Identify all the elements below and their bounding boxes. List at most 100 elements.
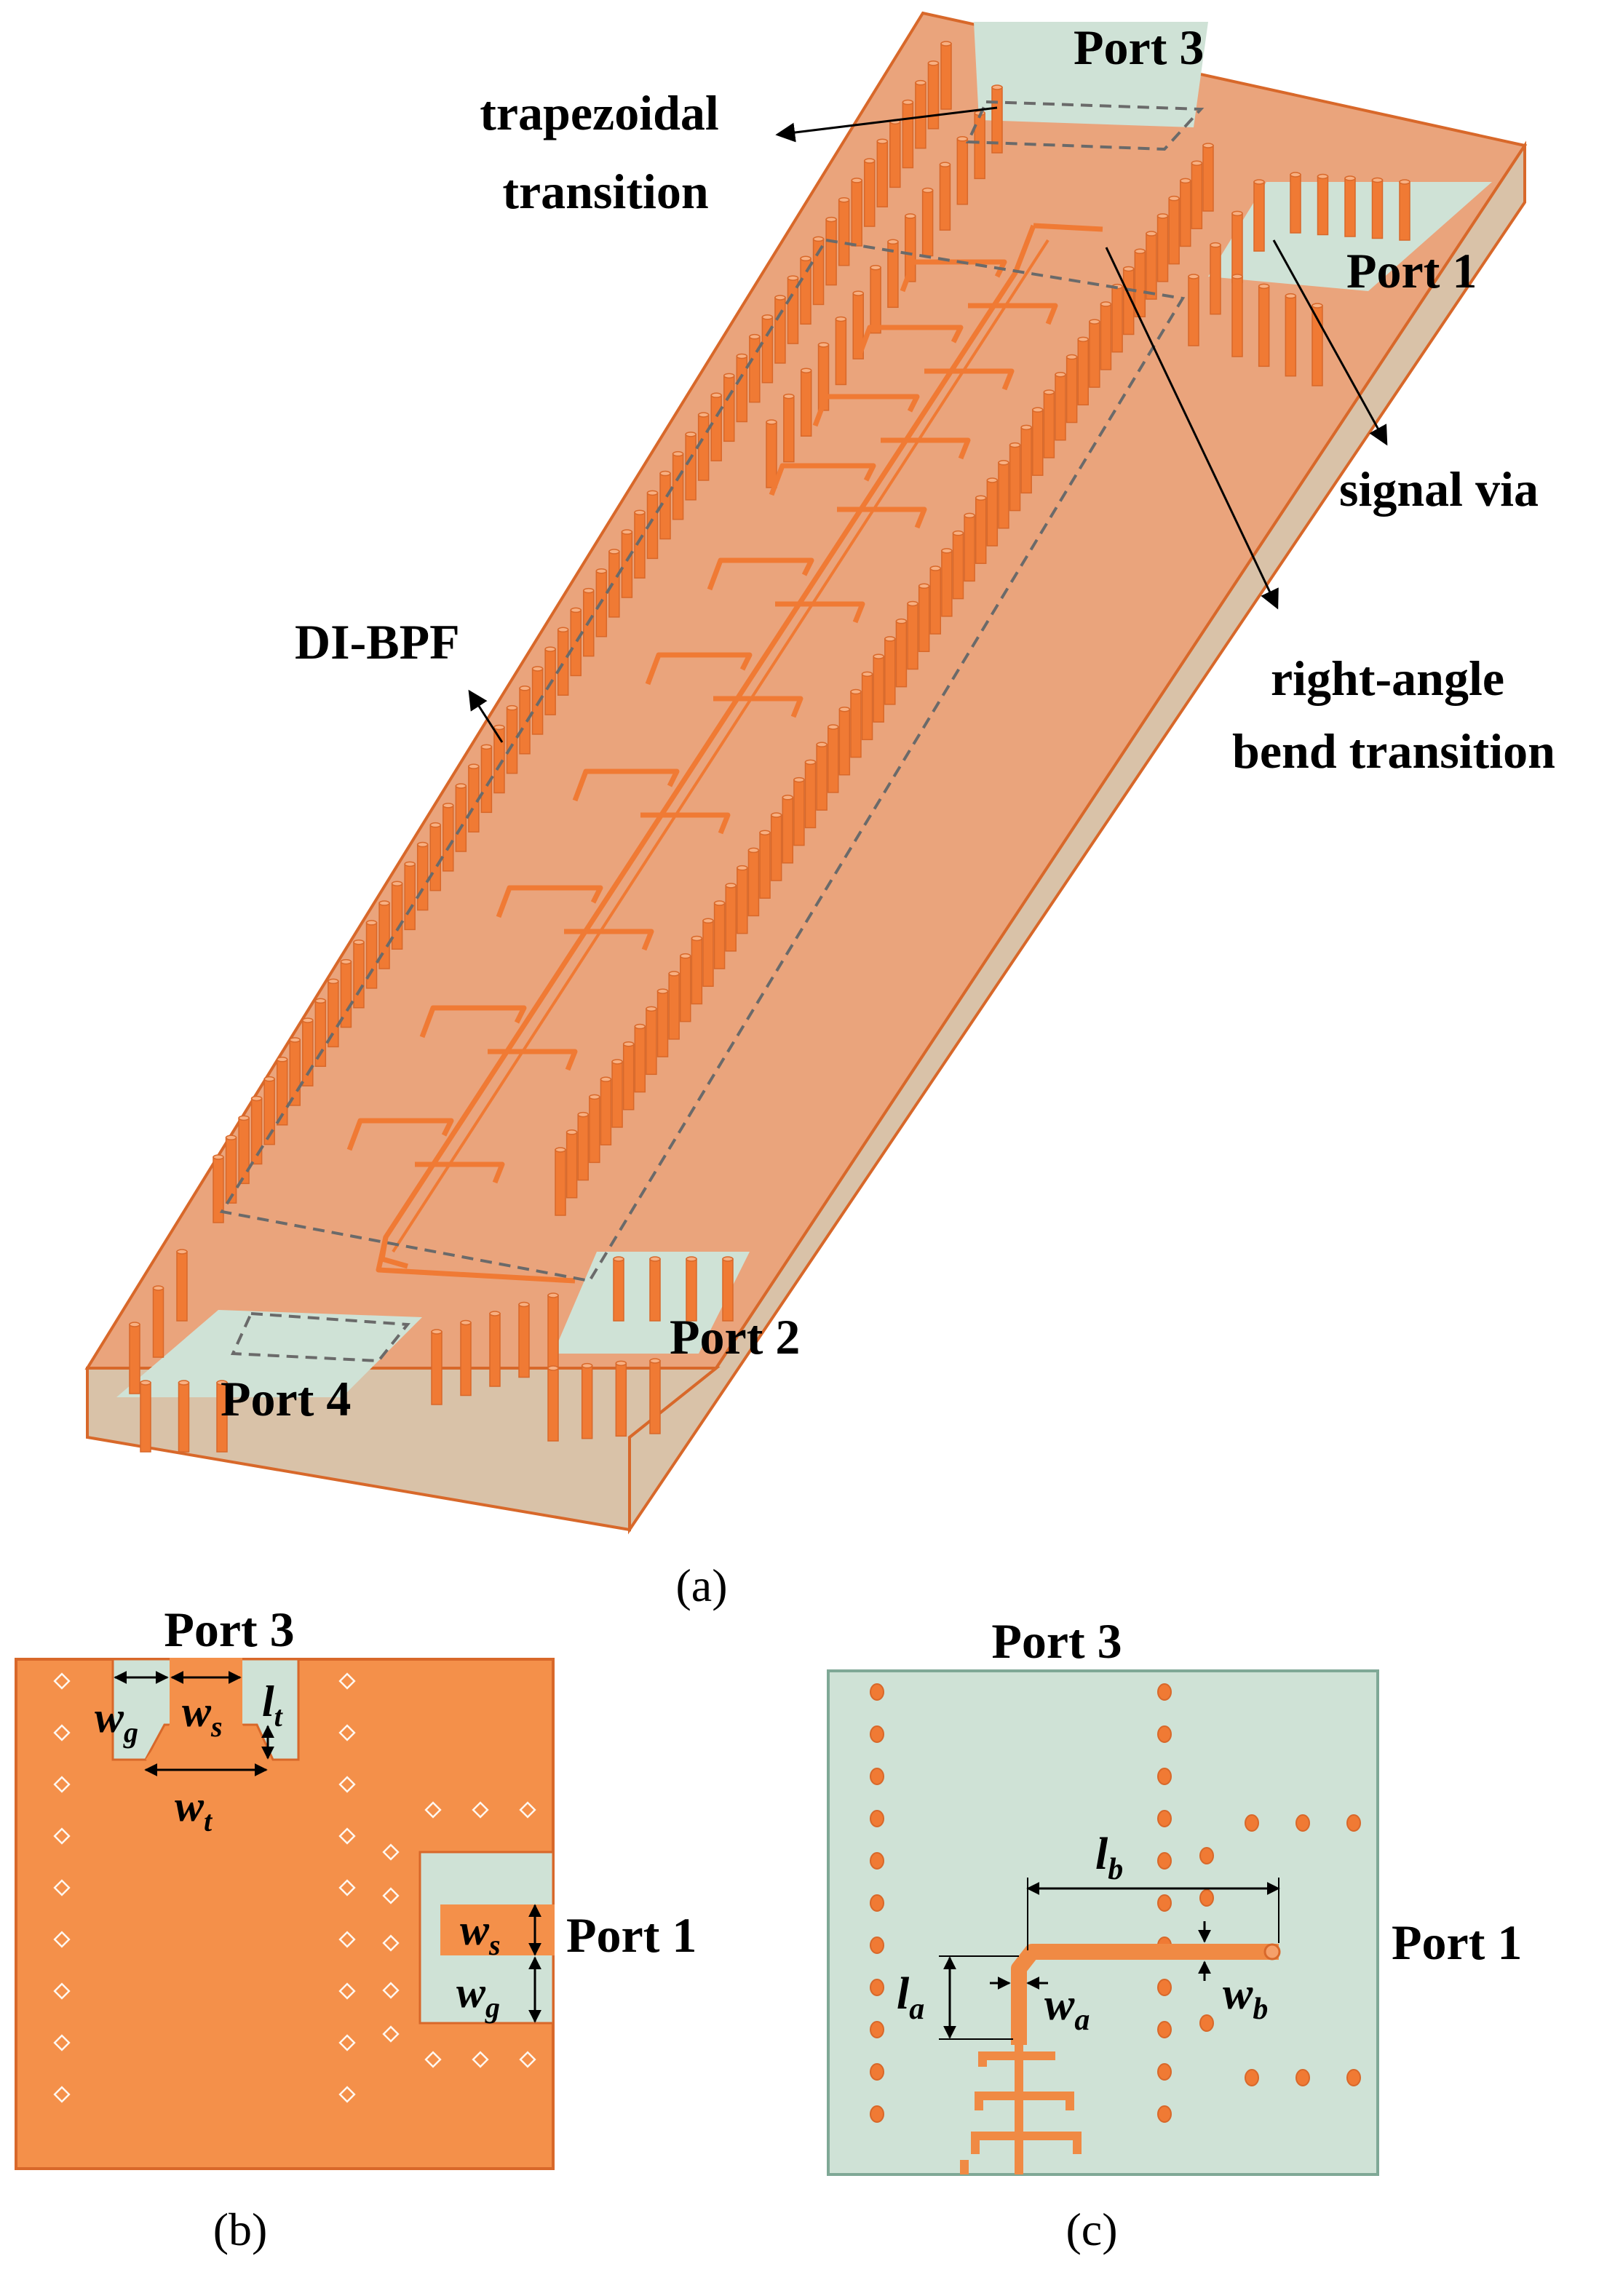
- right-via-post: [555, 1147, 566, 1216]
- wg-top-symbol: wg: [95, 1693, 138, 1749]
- left-via-post: [276, 1057, 288, 1126]
- inner-left-via-post: [800, 368, 812, 437]
- left-via-post: [621, 529, 633, 598]
- b-port1-label: Port 1: [566, 1907, 697, 1963]
- right-angle-arrow: [1105, 247, 1279, 610]
- via-dot: [1346, 2069, 1361, 2086]
- via-dot: [870, 2063, 884, 2081]
- right-via-post: [838, 706, 851, 776]
- port1-top-via-post: [1290, 172, 1301, 234]
- left-via-post: [404, 861, 416, 931]
- via-marker: [472, 2051, 489, 2068]
- resonator-stub: [856, 325, 964, 358]
- port2-top-via-post: [613, 1256, 624, 1322]
- inner-left-via-post: [887, 239, 899, 309]
- right-via-post: [793, 776, 805, 846]
- lb-symbol: lb: [1095, 1830, 1123, 1886]
- via-marker: [338, 1982, 356, 2000]
- right-via-post: [1180, 178, 1191, 247]
- right-via-post: [646, 1006, 657, 1076]
- signal-layer-substrate: [827, 1669, 1379, 2176]
- caption-c: (c): [1066, 2204, 1117, 2255]
- right-via-post: [1146, 231, 1157, 300]
- left-via-post: [570, 607, 582, 677]
- left-via-post: [889, 119, 901, 188]
- left-via-post: [416, 841, 429, 911]
- left-via-post: [328, 978, 339, 1048]
- via-marker: [338, 2034, 356, 2051]
- figure-b-top-layer: wg ws lt wt ws wg Port 3 Port 1 (b): [15, 1602, 697, 2255]
- port1-bottom-via-post: [1285, 293, 1297, 377]
- resonator-stub: [564, 929, 654, 951]
- right-via-post: [1009, 442, 1021, 512]
- right-via-post: [1111, 283, 1123, 353]
- via-marker: [338, 1827, 356, 1845]
- signal-via-pad: [1263, 1943, 1281, 1961]
- signal-via-label: signal via: [1339, 461, 1539, 517]
- right-via-post: [986, 477, 999, 547]
- right-angle-bend-line: [1011, 1944, 1279, 2045]
- via-dot: [1346, 1814, 1361, 1832]
- port1-via-post: [1253, 179, 1265, 252]
- via-marker: [382, 1843, 400, 1861]
- port4-label: Port 4: [221, 1371, 351, 1426]
- inner-left-via-post: [939, 162, 951, 231]
- port1-top-via-post: [1399, 179, 1410, 241]
- resonator-stub: [713, 696, 803, 718]
- right-via-post: [702, 918, 714, 988]
- di-bpf-layout: [346, 223, 1103, 1284]
- right-via-post: [1020, 424, 1032, 494]
- via-marker: [382, 1934, 400, 1952]
- board-front-face: [86, 1367, 721, 1532]
- via-marker: [338, 1724, 356, 1741]
- left-via-post: [876, 138, 889, 207]
- resonator-stub: [775, 601, 865, 624]
- right-via-post: [1134, 248, 1146, 318]
- via-marker: [53, 1879, 71, 1896]
- via-dot: [1157, 1683, 1172, 1701]
- right-via-post: [691, 935, 703, 1005]
- port1-label: Port 1: [1346, 243, 1477, 298]
- right-via-post: [634, 1023, 646, 1093]
- via-dot: [1295, 1814, 1310, 1832]
- right-via-post: [680, 953, 691, 1022]
- resonator-stub: [924, 368, 1015, 391]
- via-dot: [870, 1768, 884, 1785]
- ws-right-symbol: ws: [460, 1906, 501, 1961]
- port2-left-via-post: [518, 1301, 530, 1378]
- port2-front-via-post: [581, 1362, 593, 1439]
- inner-left-via-post: [991, 84, 1003, 154]
- via-dot: [870, 1852, 884, 1870]
- port3-center-strip: [170, 1658, 242, 1725]
- right-via-post: [668, 971, 680, 1040]
- port1-top-via-post: [1317, 173, 1329, 236]
- right-via-post: [782, 795, 794, 864]
- right-via-post: [1032, 407, 1044, 476]
- inner-left-via-post: [852, 290, 864, 360]
- lt-symbol: lt: [262, 1677, 284, 1733]
- port4-front-via-post: [216, 1380, 228, 1453]
- inner-left-via-post: [817, 342, 830, 411]
- resonator-stub: [572, 768, 680, 802]
- via-dot: [870, 2105, 884, 2123]
- right-via-post: [941, 548, 953, 617]
- port2-left-via-post: [547, 1292, 559, 1369]
- port4-front-via-post: [178, 1380, 190, 1453]
- right-angle-label-line1: right-angle: [1271, 651, 1504, 706]
- left-via-post: [800, 255, 812, 325]
- wa-symbol: wa: [1044, 1980, 1090, 2037]
- right-via-post: [611, 1059, 623, 1128]
- resonator-stub: [640, 812, 731, 835]
- port2-top-via-post: [649, 1256, 661, 1322]
- via-dot: [870, 1683, 884, 1701]
- port4-front-via-post: [140, 1380, 151, 1453]
- via-marker: [382, 1887, 400, 1904]
- right-via-post: [1043, 389, 1055, 458]
- port2-label: Port 2: [670, 1309, 800, 1365]
- left-via-post: [238, 1115, 250, 1185]
- left-via-post: [314, 998, 327, 1068]
- resonator-stub: [812, 394, 920, 427]
- via-dot: [1157, 2063, 1172, 2081]
- trapezoidal-label: trapezoidal transition: [480, 85, 731, 219]
- left-via-post: [213, 1154, 224, 1223]
